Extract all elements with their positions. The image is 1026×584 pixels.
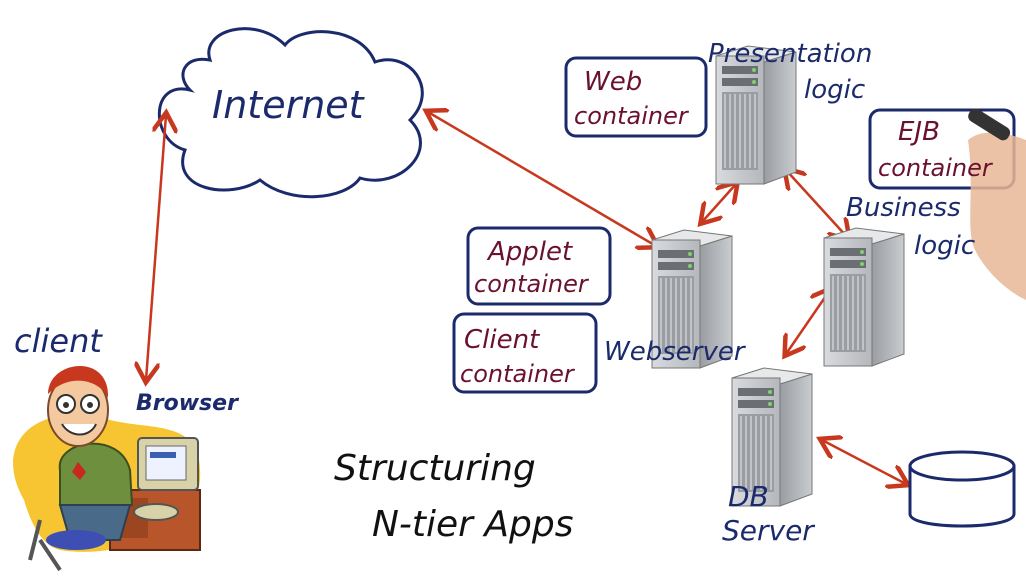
database-icon xyxy=(908,450,1016,528)
applet-container-line1: Applet xyxy=(486,237,573,267)
dbserver-label-line1: DB xyxy=(728,480,769,513)
client-container-line1: Client xyxy=(464,325,540,355)
ejb-container-line2: container xyxy=(878,154,994,182)
presentation-label-line1: Presentation xyxy=(708,39,872,69)
arrow-presentation-business xyxy=(786,170,848,238)
arrow-business-db xyxy=(786,290,830,354)
arrow-internet-webserver xyxy=(428,112,656,246)
business-label-line2: logic xyxy=(914,231,975,261)
arrow-db-database xyxy=(822,440,906,484)
ejb-container-line1: EJB xyxy=(898,117,940,147)
arrow-webserver-presentation xyxy=(702,184,736,222)
presenter-hand-icon xyxy=(968,132,1026,300)
web-container-box xyxy=(564,56,708,138)
client-user-illustration xyxy=(13,365,201,572)
applet-container-box xyxy=(466,226,612,306)
title-line1: Structuring xyxy=(334,448,536,489)
internet-cloud xyxy=(157,27,424,199)
applet-container-line2: container xyxy=(474,270,590,298)
webserver-label: Webserver xyxy=(604,337,747,367)
arrow-internet-browser xyxy=(146,115,166,380)
business-server-icon xyxy=(823,227,905,367)
client-label: client xyxy=(14,322,103,360)
title-line2: N-tier Apps xyxy=(372,504,574,545)
internet-label: Internet xyxy=(212,83,366,127)
business-label-line1: Business xyxy=(846,193,961,223)
web-container-line2: container xyxy=(574,102,690,130)
client-container-line2: container xyxy=(460,360,576,388)
dbserver-label-line2: Server xyxy=(722,514,815,547)
marker-pen-icon xyxy=(968,108,1011,141)
client-container-box xyxy=(452,312,598,394)
browser-label: Browser xyxy=(136,391,239,416)
web-container-line1: Web xyxy=(584,67,642,97)
presentation-label-line2: logic xyxy=(804,75,865,105)
